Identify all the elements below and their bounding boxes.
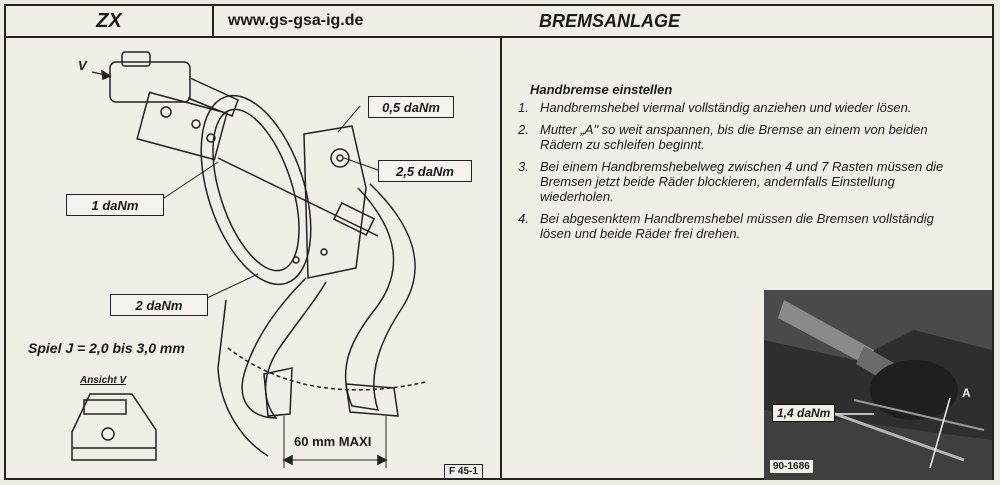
photo-torque-label: 1,4 daNm [772,404,836,422]
diagram-panel: V 0,5 daNm 2,5 daNm 1 daNm 2 daNm Spiel … [6,38,502,479]
master-cylinder [136,91,228,161]
step-number: 4. [518,211,529,226]
step-text: Handbremshebel viermal vollständig anzie… [540,100,912,115]
brake-booster [200,94,312,286]
manual-page: ZX www.gs-gsa-ig.de BREMSANLAGE [4,4,994,480]
step-text: Bei einem Handbremshebelweg zwischen 4 u… [540,159,944,204]
instruction-step: 3. Bei einem Handbremshebelweg zwischen … [514,159,944,204]
instructions-panel: Handbremse einstellen 1. Handbremshebel … [502,38,992,480]
photo-nut-marker: A [962,386,971,400]
instructions-title: Handbremse einstellen [530,82,673,97]
step-text: Mutter „A" so weit anspannen, bis die Br… [540,122,928,152]
pedal-play-spec: Spiel J = 2,0 bis 3,0 mm [28,340,185,356]
content-area: V 0,5 daNm 2,5 daNm 1 daNm 2 daNm Spiel … [6,38,992,480]
view-arrow-label: V [78,58,87,73]
handbrake-photo-image [764,290,992,480]
model-code: ZX [6,6,214,36]
step-text: Bei abgesenktem Handbremshebel müssen di… [540,211,934,241]
handbrake-photo: 1,4 daNm A 90-1686 [764,290,992,480]
brake-pedal-arm [344,183,416,411]
torque-label-2: 2 daNm [110,294,208,316]
section-heading: BREMSANLAGE [539,10,681,31]
view-v-label: Ansicht V [80,375,127,386]
clutch-pedal-pad [263,367,293,417]
step-number: 1. [518,100,529,115]
photo-reference: 90-1686 [770,460,813,473]
figure-reference: F 45-1 [444,464,483,479]
website-url[interactable]: www.gs-gsa-ig.de [228,12,364,29]
brake-pedal-diagram [71,51,427,468]
step-number: 3. [518,159,529,174]
page-header: ZX www.gs-gsa-ig.de BREMSANLAGE [6,6,992,38]
view-v-detail [71,393,157,461]
instruction-steps: 1. Handbremshebel viermal vollständig an… [514,100,944,248]
brake-pedal-pad [345,383,399,417]
instruction-step: 2. Mutter „A" so weit anspannen, bis die… [514,122,944,152]
instruction-step: 1. Handbremshebel viermal vollständig an… [514,100,944,115]
clutch-pedal-arm [241,277,327,419]
torque-label-1: 1 daNm [66,194,164,216]
pedal-bracket [303,125,367,279]
torque-label-2-5: 2,5 daNm [378,160,472,182]
step-number: 2. [518,122,529,137]
torque-label-0-5: 0,5 daNm [368,96,454,118]
instruction-step: 4. Bei abgesenktem Handbremshebel müssen… [514,211,944,241]
pedal-travel-dimension: 60 mm MAXI [294,434,372,449]
fluid-reservoir [109,61,191,103]
